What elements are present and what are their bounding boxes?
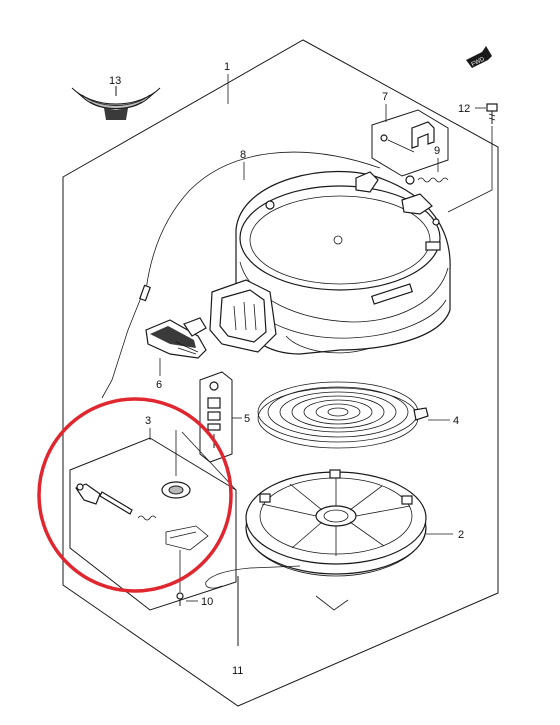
part-10-screw (176, 592, 184, 606)
callout-2: 2 (458, 529, 464, 541)
callout-8: 8 (240, 149, 246, 161)
part-13-plate (71, 86, 161, 120)
callout-6: 6 (156, 379, 162, 391)
callout-9: 9 (434, 145, 440, 157)
part-2-reel (245, 469, 427, 577)
part-12-bolt (447, 103, 498, 213)
callout-11: 11 (232, 665, 243, 677)
part-11-rope (205, 565, 349, 646)
highlight-circle (37, 397, 233, 593)
callout-4: 4 (453, 415, 459, 427)
part-1-starter-housing (209, 170, 451, 355)
fwd-arrow-icon: FWD (466, 46, 492, 68)
part-4-spiral-spring (257, 381, 429, 449)
assembly-frame (62, 39, 499, 707)
callout-1: 1 (224, 61, 230, 73)
part-5-pin-set (199, 371, 233, 463)
callout-13: 13 (109, 75, 121, 87)
callout-leaders (149, 74, 486, 602)
callout-10: 10 (201, 596, 213, 608)
callout-7: 7 (382, 91, 388, 103)
callout-12: 12 (458, 103, 470, 115)
part-7-bracket-set (371, 109, 449, 177)
callout-5: 5 (244, 413, 250, 425)
part-9-spring (405, 175, 449, 185)
part-6-handle (145, 317, 207, 359)
callout-3: 3 (145, 415, 151, 427)
